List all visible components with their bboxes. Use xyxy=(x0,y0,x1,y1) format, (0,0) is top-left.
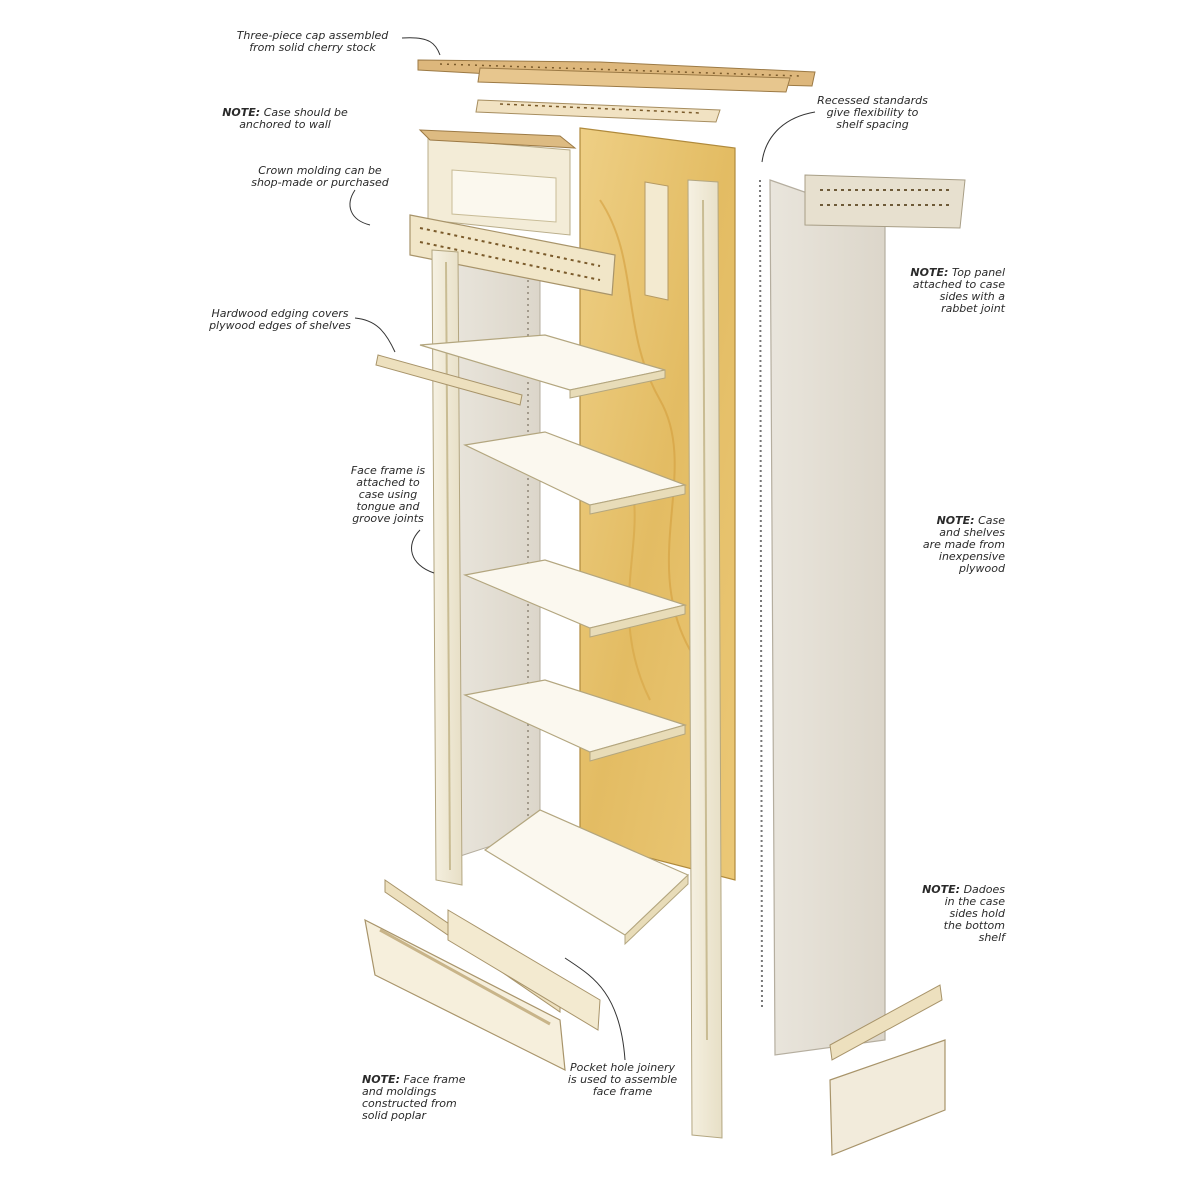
callout-dadoes-note: NOTE: Dadoes in the case sides hold the … xyxy=(922,883,1005,944)
right-face-frame-stile xyxy=(687,179,723,1139)
callout-case-note: NOTE: Case and shelves are made from ine… xyxy=(922,514,1005,575)
note-label: NOTE: xyxy=(910,266,949,279)
cherry-cap xyxy=(417,59,816,123)
callout-hardwood-edging: Hardwood edging covers plywood edges of … xyxy=(209,307,351,332)
note-label: NOTE: xyxy=(936,514,975,527)
base-moldings-right xyxy=(829,984,946,1156)
callout-poplar-note: NOTE: Face frame and moldings constructe… xyxy=(362,1073,466,1122)
callout-crown-molding: Crown molding can be shop-made or purcha… xyxy=(251,164,389,189)
shelf-1 xyxy=(419,334,666,399)
callout-pocket-hole: Pocket hole joinery is used to assemble … xyxy=(567,1061,678,1098)
base-moldings-left xyxy=(364,879,601,1072)
left-face-frame-stile xyxy=(431,249,463,886)
note-label: NOTE: xyxy=(922,883,961,896)
leader-lines xyxy=(349,37,816,1061)
right-case-side xyxy=(769,174,966,1056)
crown-molding xyxy=(409,214,616,296)
callout-anchor-note: NOTE: Case should be anchored to wall xyxy=(222,106,348,131)
shelf-4 xyxy=(463,679,688,762)
callout-face-frame: Face frame is attached to case using ton… xyxy=(350,464,426,525)
callout-recessed-standards: Recessed standards give flexibility to s… xyxy=(817,94,928,131)
shelf-standard xyxy=(759,179,763,1011)
shelf-bottom xyxy=(483,809,690,946)
callout-cherry-cap: Three-piece cap assembled from solid che… xyxy=(236,29,389,54)
note-label: NOTE: xyxy=(362,1073,400,1086)
hardwood-edging xyxy=(375,354,523,406)
callout-top-panel-note: NOTE: Top panel attached to case sides w… xyxy=(910,266,1005,315)
shelves xyxy=(419,334,690,946)
case-top-frame xyxy=(418,129,577,236)
shelf-2 xyxy=(463,431,688,515)
note-label: NOTE: xyxy=(222,106,261,119)
shelf-3 xyxy=(462,559,688,638)
